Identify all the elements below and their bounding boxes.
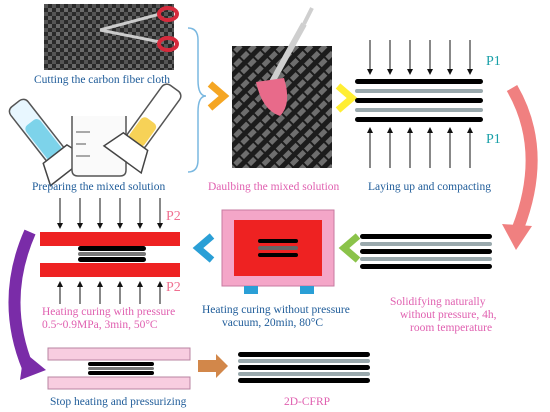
label-heating-no-pressure-line1: Heating curing without pressure (202, 304, 350, 316)
arrow-solidify-to-oven (338, 233, 361, 263)
label-stop-heating: Stop heating and pressurizing (50, 396, 187, 408)
pressure-label-p2-top: P2 (166, 209, 181, 224)
pressure-label-p2-bottom: P2 (166, 280, 181, 295)
pressure-label-p1-bottom: P1 (486, 132, 501, 147)
vacuum-oven-illustration (221, 209, 335, 294)
label-laying-up: Laying up and compacting (368, 181, 491, 193)
label-solidify-line1: Solidifying naturally (390, 296, 486, 308)
arrow-daub-to-layup (335, 83, 358, 113)
arrow-stop-to-final (198, 354, 228, 378)
solidify-stack-illustration (360, 234, 492, 269)
label-heating-pressure-line2: 0.5~0.9MPa, 3min, 50°C (42, 319, 158, 331)
pressure-label-p1-top: P1 (486, 54, 501, 69)
scissors-icon (99, 6, 179, 52)
arrow-oven-to-press (192, 233, 215, 263)
label-cutting-cloth: Cutting the carbon fiber cloth (34, 74, 171, 86)
test-tube-right-icon (102, 83, 182, 175)
arrow-prepare-to-daub (207, 81, 230, 111)
label-solidify-line2: without pressure, 4h, (400, 309, 497, 321)
label-solidify-line3: room temperature (410, 322, 493, 334)
stop-heating-illustration (47, 347, 191, 390)
arrow-press-to-stop (8, 229, 36, 371)
carbon-fiber-cloth-illustration (44, 4, 179, 70)
beaker-icon (71, 116, 127, 177)
label-final-product: 2D-CFRP (284, 396, 331, 408)
final-cfrp-illustration (238, 352, 370, 383)
label-daubing: Daulbing the mixed solution (208, 181, 340, 193)
daubing-illustration (232, 7, 332, 168)
hot-press-illustration (40, 198, 180, 304)
label-heating-pressure-line1: Heating curing with pressure (42, 306, 176, 318)
layup-illustration (355, 40, 483, 168)
label-heating-no-pressure-line2: vacuum, 20min, 80°C (222, 317, 324, 329)
grouping-bracket (187, 27, 207, 173)
label-preparing-solution: Preparing the mixed solution (32, 181, 166, 193)
brush-icon (256, 7, 314, 116)
arrow-layup-to-solidify (506, 84, 538, 231)
